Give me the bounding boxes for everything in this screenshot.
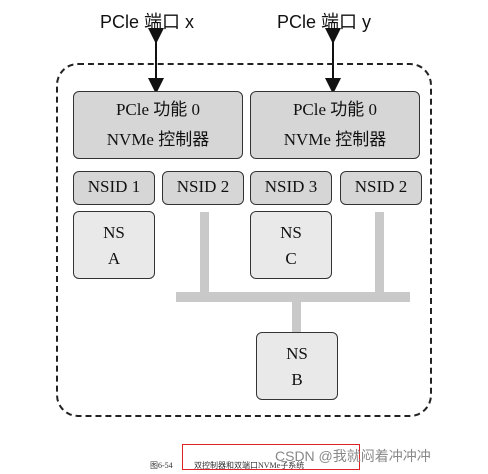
- watermark: CSDN @我就闷着冲冲冲: [275, 448, 431, 464]
- namespace-c-id: C: [285, 249, 297, 268]
- connector-ns-b: [292, 302, 301, 332]
- controller-2-name: NVMe 控制器: [283, 130, 387, 149]
- nsid-box-4: NSID 2: [340, 171, 422, 205]
- figure-number: 图6-54: [150, 461, 173, 470]
- port-x-label: PCle 端口 x: [100, 12, 195, 32]
- namespace-c: NS C: [250, 211, 332, 279]
- namespace-a: NS A: [73, 211, 155, 279]
- namespace-b: NS B: [256, 332, 338, 400]
- namespace-c-label: NS: [280, 223, 302, 242]
- nsid-box-2: NSID 2: [162, 171, 244, 205]
- nsid-box-1: NSID 1: [73, 171, 155, 205]
- port-y-label: PCle 端口 y: [277, 12, 372, 32]
- nvme-subsystem-frame: [56, 63, 432, 417]
- connector-nsid2-left: [200, 212, 209, 302]
- namespace-a-id: A: [107, 249, 121, 268]
- figure-caption: 双控制器和双端口NVMe子系统: [194, 461, 305, 470]
- controller-2-function: PCle 功能 0: [292, 100, 378, 119]
- nsid-box-3: NSID 3: [250, 171, 332, 205]
- connector-nsid2-right: [375, 212, 384, 302]
- controller-1: PCle 功能 0 NVMe 控制器: [73, 91, 243, 159]
- controller-1-function: PCle 功能 0: [115, 100, 201, 119]
- caption-highlight-box: [182, 444, 360, 470]
- namespace-b-id: B: [291, 370, 303, 389]
- controller-2: PCle 功能 0 NVMe 控制器: [250, 91, 420, 159]
- controller-1-name: NVMe 控制器: [106, 130, 210, 149]
- shared-bus-bar: [176, 292, 410, 302]
- namespace-b-label: NS: [286, 344, 308, 363]
- namespace-a-label: NS: [103, 223, 125, 242]
